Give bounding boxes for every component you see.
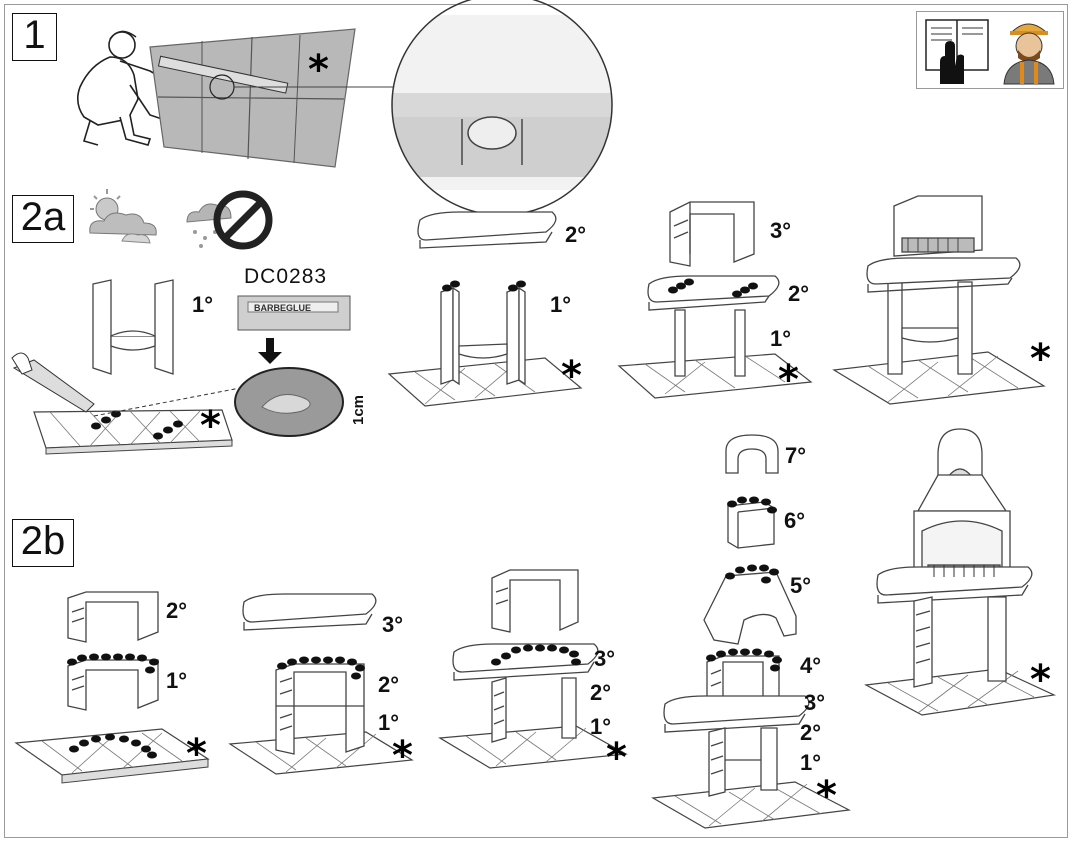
label-2b-c2-slab: 3° bbox=[382, 612, 404, 637]
asterisk-mark: * bbox=[816, 773, 837, 819]
label-tower-3: 3° bbox=[804, 690, 826, 715]
label-2a-base: 1° bbox=[770, 326, 792, 351]
no-rain-icon bbox=[186, 190, 273, 250]
glue-tube-illustration: BARBEGLUE bbox=[237, 295, 351, 364]
asterisk-mark: * bbox=[606, 735, 627, 781]
glue-gun-base-illustration bbox=[11, 352, 241, 455]
label-2b-c2-lower: 1° bbox=[378, 710, 400, 735]
label-2a-slab: 2° bbox=[788, 281, 810, 306]
asterisk-mark: * bbox=[308, 47, 329, 93]
instructions-box bbox=[916, 11, 1064, 89]
label-tower-6: 6° bbox=[784, 508, 806, 533]
slab-with-level-illustration bbox=[149, 28, 395, 168]
asterisk-mark: * bbox=[1030, 336, 1051, 382]
asterisk-mark: * bbox=[1030, 657, 1051, 703]
stack-2b-c4 bbox=[651, 648, 851, 829]
label-2a-top-slab: 2° bbox=[565, 222, 587, 247]
level-bubble-magnifier bbox=[391, 0, 613, 216]
upper-u-module-illustration bbox=[669, 201, 755, 267]
step-2b-label: 2b bbox=[12, 519, 74, 567]
top-slab-illustration bbox=[417, 211, 557, 249]
label-2b-c3-low: 1° bbox=[590, 714, 612, 739]
glue-brand-text: BARBEGLUE bbox=[254, 303, 311, 313]
chimney-block-6 bbox=[727, 496, 777, 549]
u-module-1-illustration bbox=[92, 279, 174, 375]
page-frame bbox=[4, 4, 1068, 838]
step-2a-label: 2a bbox=[12, 195, 74, 243]
asterisk-mark: * bbox=[561, 353, 582, 399]
u-module-2b-top bbox=[67, 591, 159, 643]
assembled-barbecue-2b bbox=[864, 428, 1057, 716]
slab-on-legs-illustration bbox=[617, 275, 813, 399]
label-tower-7: 7° bbox=[785, 443, 807, 468]
product-code: DC0283 bbox=[244, 265, 328, 288]
glue-bead-magnifier bbox=[234, 367, 344, 437]
u-module-2b-c3 bbox=[491, 569, 579, 633]
stack-2b-c3 bbox=[438, 643, 628, 769]
asterisk-mark: * bbox=[778, 357, 799, 403]
label-2b-c1-top: 2° bbox=[166, 598, 188, 623]
label-tower-1: 1° bbox=[800, 750, 822, 775]
assembled-barbecue-2a bbox=[832, 195, 1046, 405]
label-tower-4: 4° bbox=[800, 653, 822, 678]
step-1-label: 1 bbox=[12, 13, 57, 61]
label-tower-5: 5° bbox=[790, 573, 812, 598]
label-2b-c3-mid: 2° bbox=[590, 680, 612, 705]
label-2a-upper-u: 3° bbox=[770, 218, 792, 243]
asterisk-mark: * bbox=[392, 733, 413, 779]
u-module-2b-bottom bbox=[67, 653, 159, 711]
chimney-top-7 bbox=[725, 434, 779, 474]
legs-on-base-illustration bbox=[387, 280, 583, 407]
bead-size-label: 1cm bbox=[350, 394, 367, 425]
label-2b-c3-top: 3° bbox=[594, 646, 616, 671]
label-2b-c2-upper: 2° bbox=[378, 672, 400, 697]
slab-2b-c2 bbox=[242, 593, 377, 631]
stack-2b-c2 bbox=[228, 656, 414, 775]
label-tower-2: 2° bbox=[800, 720, 822, 745]
label-2b-c1-bottom: 1° bbox=[166, 668, 188, 693]
asterisk-mark: * bbox=[186, 731, 207, 777]
worker-icon bbox=[1003, 23, 1055, 85]
label-2a-legs: 1° bbox=[550, 292, 572, 317]
label-2a-first-module: 1° bbox=[192, 292, 214, 317]
hood-block-5 bbox=[703, 564, 797, 645]
manual-icon bbox=[925, 19, 989, 84]
base-2b-c1 bbox=[14, 728, 210, 784]
asterisk-mark: * bbox=[200, 403, 221, 449]
weather-icon bbox=[89, 189, 157, 244]
